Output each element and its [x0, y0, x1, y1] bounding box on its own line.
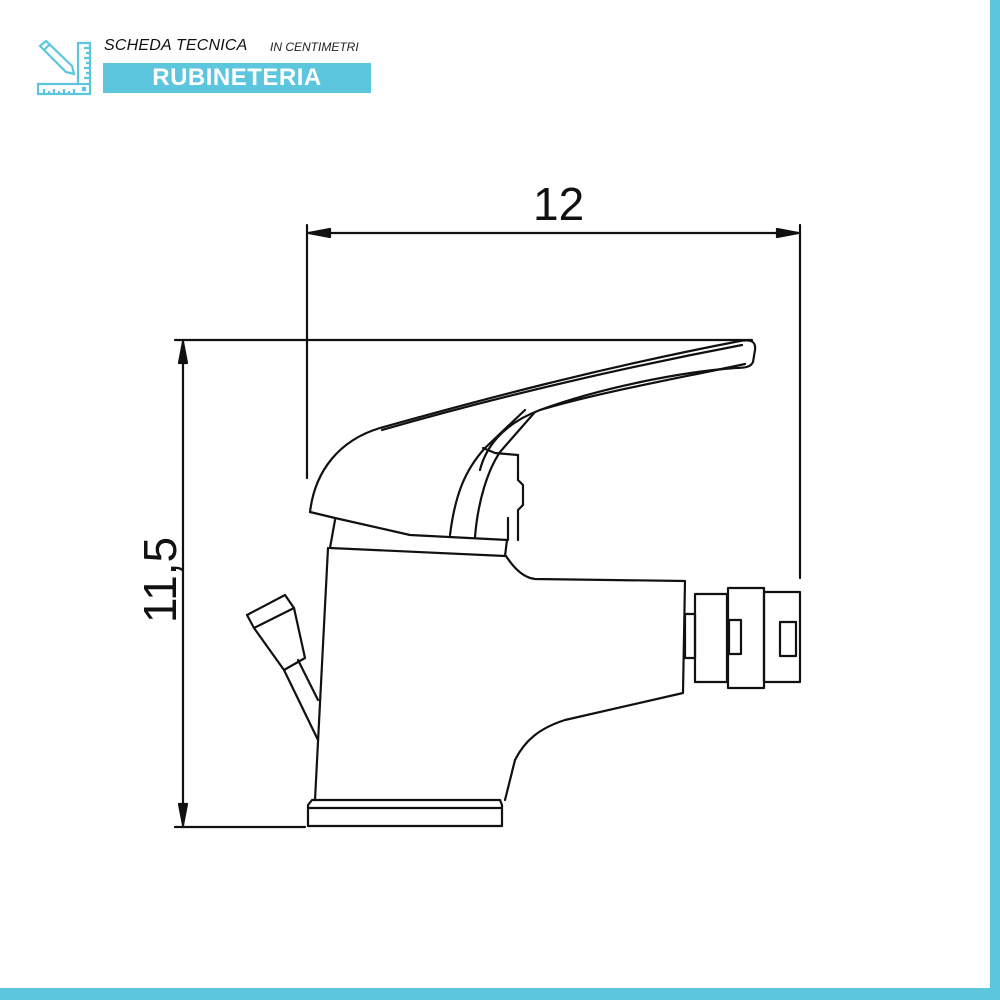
ruler-pencil-icon	[36, 39, 94, 96]
category-banner: RUBINETERIA	[103, 63, 371, 93]
tap-body	[306, 518, 687, 828]
frame-border-right	[990, 0, 1000, 1000]
width-dimension-line	[305, 223, 802, 580]
tap-lever	[308, 339, 757, 542]
tap-nozzle	[683, 586, 802, 690]
height-dimension-line	[173, 338, 754, 829]
height-dimension-label: 11,5	[134, 536, 186, 624]
width-dimension-label: 12	[533, 178, 585, 230]
pop-up-knob	[245, 593, 320, 742]
sheet-title: SCHEDA TECNICA	[104, 37, 248, 54]
category-label: RUBINETERIA	[152, 64, 322, 91]
unit-note: IN CENTIMETRI	[270, 40, 359, 54]
frame-border-bottom	[0, 988, 1000, 1000]
